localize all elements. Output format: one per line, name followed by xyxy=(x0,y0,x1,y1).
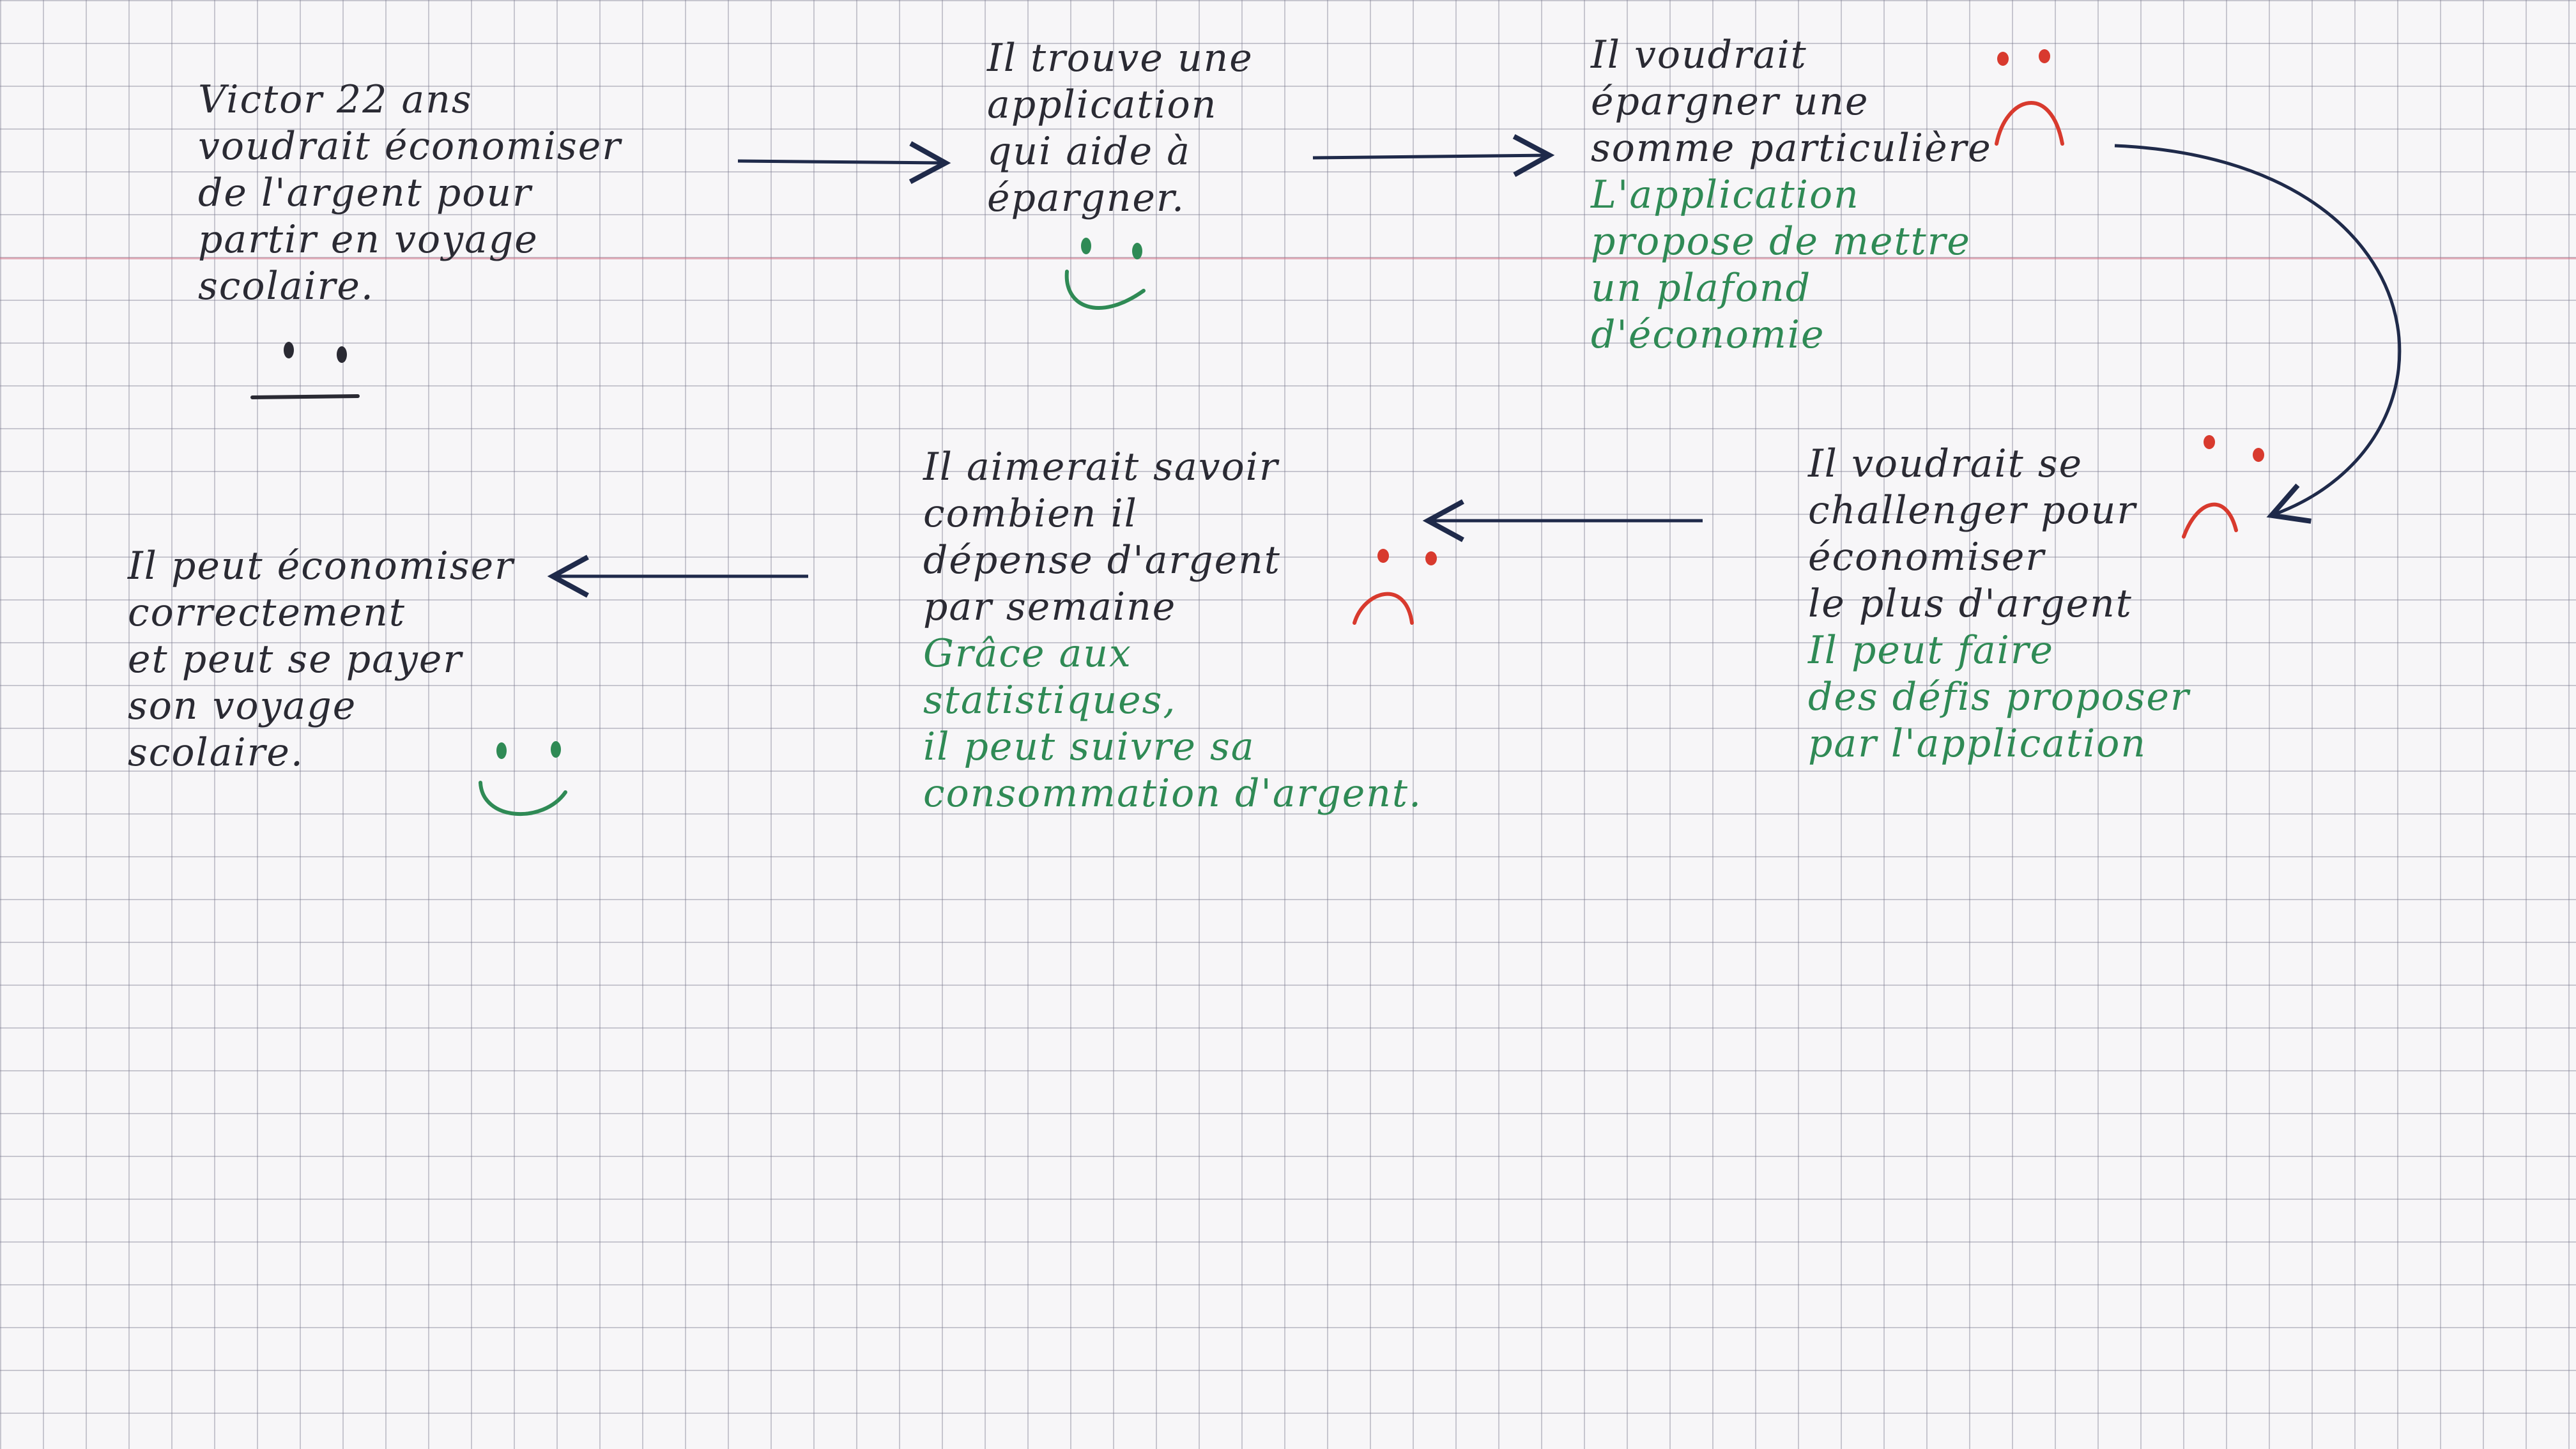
stage-1-line: scolaire. xyxy=(198,264,374,309)
stage-4-solution-line: par l'application xyxy=(1808,721,2147,766)
stage-6-line: correctement xyxy=(128,590,406,635)
stage-3-specific-amount: Il voudrait épargner une somme particuli… xyxy=(1591,32,1992,358)
stage-5-line: par semaine xyxy=(923,585,1177,629)
stage-2-line: épargner. xyxy=(987,176,1186,220)
arrow-stage1-to-stage2 xyxy=(737,141,951,185)
sad-face-icon xyxy=(1995,49,2064,146)
stage-1-line: partir en voyage xyxy=(198,217,539,262)
stage-2-finds-app: Il trouve une application qui aide à épa… xyxy=(987,35,1254,222)
stage-4-line: le plus d'argent xyxy=(1808,581,2133,626)
stage-4-line: économiser xyxy=(1808,535,2046,579)
stage-5-solution-line: il peut suivre sa xyxy=(923,724,1255,769)
stage-6-line: scolaire. xyxy=(128,730,304,775)
stage-5-line: Il aimerait savoir xyxy=(923,445,1279,489)
happy-face-icon xyxy=(479,741,567,816)
stage-4-solution-line: des défis proposer xyxy=(1808,675,2190,719)
stage-5-line: combien il xyxy=(923,491,1138,536)
stage-1-line: de l'argent pour xyxy=(198,171,532,215)
stage-4-challenge-himself: Il voudrait se challenger pour économise… xyxy=(1808,441,2190,767)
stage-5-solution-line: Grâce aux xyxy=(923,631,1132,676)
stage-5-weekly-spending: Il aimerait savoir combien il dépense d'… xyxy=(923,444,1422,817)
stage-6-line: son voyage xyxy=(128,684,357,728)
stage-3-line: Il voudrait xyxy=(1591,33,1807,77)
stage-6-pays-for-trip: Il peut économiser correctement et peut … xyxy=(128,543,514,776)
stage-5-line: dépense d'argent xyxy=(923,538,1281,583)
stage-3-solution-line: L'application xyxy=(1591,172,1860,217)
stage-2-line: qui aide à xyxy=(987,129,1192,174)
stage-1-line: Victor 22 ans xyxy=(198,77,473,122)
stage-4-solution-line: Il peut faire xyxy=(1808,628,2055,673)
stage-1-line: voudrait économiser xyxy=(198,124,622,169)
stage-3-line: épargner une xyxy=(1591,79,1869,124)
stage-5-solution-line: consommation d'argent. xyxy=(923,771,1423,816)
happy-face-icon xyxy=(1064,238,1146,310)
arrow-stage3-to-stage4 xyxy=(2114,144,2402,524)
stage-1-victor-wants-to-save: Victor 22 ans voudrait économiser de l'a… xyxy=(198,77,622,310)
stage-5-solution-line: statistiques, xyxy=(923,678,1177,723)
stage-6-line: Il peut économiser xyxy=(128,544,514,588)
arrow-stage2-to-stage3 xyxy=(1312,134,1555,178)
neutral-face-icon xyxy=(250,342,360,399)
stage-3-solution-line: propose de mettre xyxy=(1591,219,1971,264)
stage-6-line: et peut se payer xyxy=(128,637,463,682)
stage-2-line: Il trouve une xyxy=(987,36,1254,80)
stage-3-solution-line: d'économie xyxy=(1591,312,1825,357)
stage-3-solution-line: un plafond xyxy=(1591,266,1812,310)
sad-face-icon xyxy=(2182,435,2264,539)
stage-3-line: somme particulière xyxy=(1591,126,1992,171)
stage-4-line: Il voudrait se xyxy=(1808,441,2083,486)
sad-face-icon xyxy=(1353,549,1437,625)
stage-4-line: challenger pour xyxy=(1808,488,2137,533)
margin-line xyxy=(0,257,2576,259)
stage-2-line: application xyxy=(987,82,1218,127)
